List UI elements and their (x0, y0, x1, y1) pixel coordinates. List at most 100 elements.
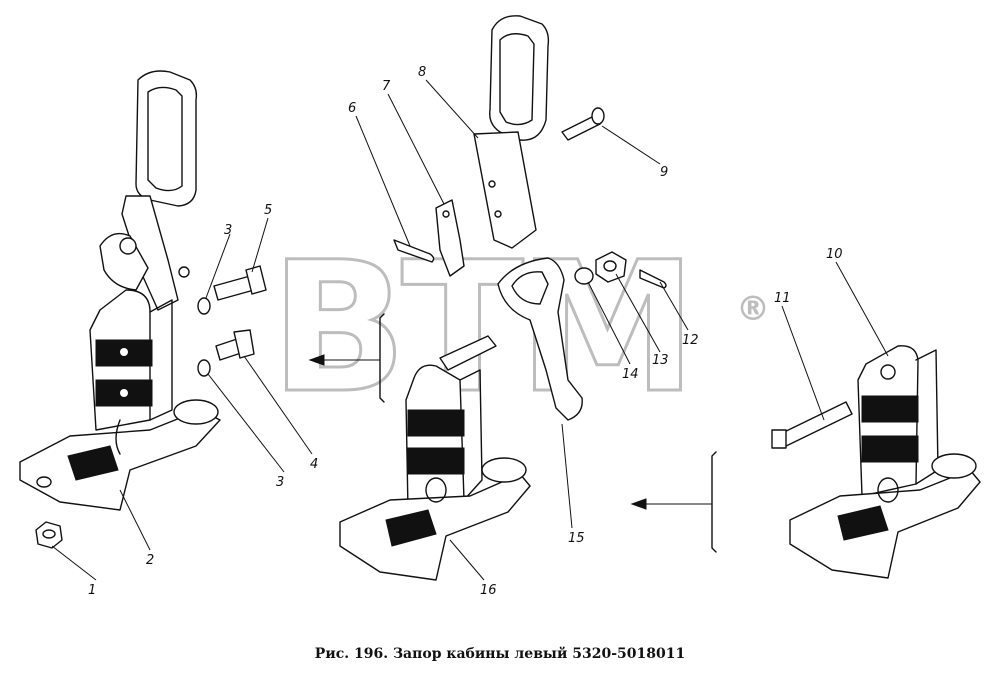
washer-3-lower (197, 359, 211, 377)
bracket-16-slot (385, 509, 437, 547)
handle-loop-slot (147, 86, 183, 192)
nut-13-hole (603, 260, 617, 272)
handle-8-hole-1 (488, 180, 496, 188)
base-mount-hole (36, 476, 52, 488)
part-15-lever (497, 257, 583, 421)
part-11-bolt (775, 401, 853, 449)
lever-15-slot (511, 271, 549, 305)
leader-14 (587, 281, 631, 365)
lever-15-body (497, 257, 583, 421)
pin-9-head (591, 107, 605, 125)
bracket-10-boss (877, 477, 899, 503)
arrow-right-bracket (711, 451, 717, 553)
bracket-16-pad-upper (407, 409, 465, 437)
callout-3-upper: 3 (224, 223, 232, 238)
callout-6: 6 (348, 101, 356, 116)
assembly-arrow-right (630, 451, 717, 553)
handle-8-slot (499, 33, 535, 126)
callout-5: 5 (264, 203, 272, 218)
center-assembly (339, 335, 531, 581)
bracket-16-side (459, 369, 483, 501)
bracket-10-spring-seat (931, 453, 977, 479)
part-5-bolt (197, 265, 267, 315)
bolt-11-head (771, 429, 787, 449)
assembly-arrow-center (308, 313, 385, 403)
arrow-center-bracket (379, 313, 385, 403)
pivot-pin-end (178, 266, 190, 278)
watermark-registered-mark: ® (736, 289, 770, 329)
handle-8-body (473, 131, 537, 249)
nut-13-body (595, 251, 627, 283)
plate-7-hole (442, 210, 450, 218)
bolt-5-head (245, 265, 267, 295)
bracket-16-upright (405, 364, 465, 511)
leader-7 (387, 93, 445, 205)
callout-3-lower: 3 (276, 475, 284, 490)
callout-8: 8 (418, 65, 426, 80)
base-slot (67, 445, 119, 481)
leader-lines (51, 79, 889, 581)
bracket-10-side (915, 349, 939, 485)
nut-1-hole (42, 529, 56, 539)
figure-caption: Рис. 196. Запор кабины левый 5320-501801… (315, 645, 685, 662)
washer-3-upper (197, 297, 211, 315)
callout-16: 16 (480, 583, 497, 598)
handle-loop (135, 70, 198, 207)
bracket-base (19, 409, 221, 511)
callout-4: 4 (310, 457, 318, 472)
arrow-right-head (630, 498, 647, 510)
bracket-10-pad-lower (861, 435, 919, 463)
part-8-handle (473, 15, 550, 249)
bolt-on-16 (439, 335, 497, 371)
pivot-boss (119, 237, 137, 255)
part-9-pin (561, 107, 605, 141)
leader-2 (119, 489, 151, 551)
bracket-10-eye (880, 364, 896, 380)
callout-9: 9 (660, 165, 668, 180)
callout-13: 13 (652, 353, 669, 368)
right-assembly (771, 345, 981, 579)
part-6-cotter-pin (393, 239, 435, 263)
leader-11 (781, 305, 825, 421)
leader-5 (251, 217, 269, 273)
part-13-nut (595, 251, 627, 283)
leader-9 (601, 125, 661, 165)
part-14-washer (574, 267, 594, 285)
leader-8 (425, 79, 479, 139)
bracket-16-spring-seat (481, 457, 527, 483)
pad-hole-upper (120, 348, 128, 356)
handle-stem (121, 195, 179, 311)
callout-15: 15 (568, 531, 585, 546)
bracket-10-pad-upper (861, 395, 919, 423)
bracket-16-boss (425, 477, 447, 503)
leader-15 (561, 423, 573, 529)
bracket-16-pad-lower (407, 447, 465, 475)
callout-1: 1 (88, 583, 96, 598)
plate-7-body (435, 199, 465, 277)
bracket-side-face (149, 299, 173, 421)
leader-16 (449, 539, 485, 581)
arrow-center-head (308, 354, 325, 366)
leader-10 (835, 261, 889, 357)
leader-1 (51, 545, 97, 581)
leader-6 (355, 115, 411, 247)
nut-1-body (35, 521, 63, 549)
callout-11: 11 (774, 291, 791, 306)
base-spring-seat (173, 399, 219, 425)
bracket-10-slot (837, 505, 889, 541)
callout-14: 14 (622, 367, 639, 382)
callout-10: 10 (826, 247, 843, 262)
bolt-4-head (233, 329, 255, 359)
watermark: ВТМ ® (269, 223, 771, 435)
leader-12 (659, 281, 689, 331)
callout-12: 12 (682, 333, 699, 348)
handle-8-hole-2 (494, 210, 502, 218)
leader-3a (205, 233, 231, 299)
left-assembly (19, 70, 221, 511)
leader-4 (243, 355, 313, 455)
callout-7: 7 (382, 79, 391, 94)
leader-13 (615, 273, 661, 353)
callout-labels: 1 2 3 3 4 5 6 7 8 9 10 11 12 13 14 15 16 (88, 65, 843, 598)
part-4-bolt (197, 329, 255, 377)
